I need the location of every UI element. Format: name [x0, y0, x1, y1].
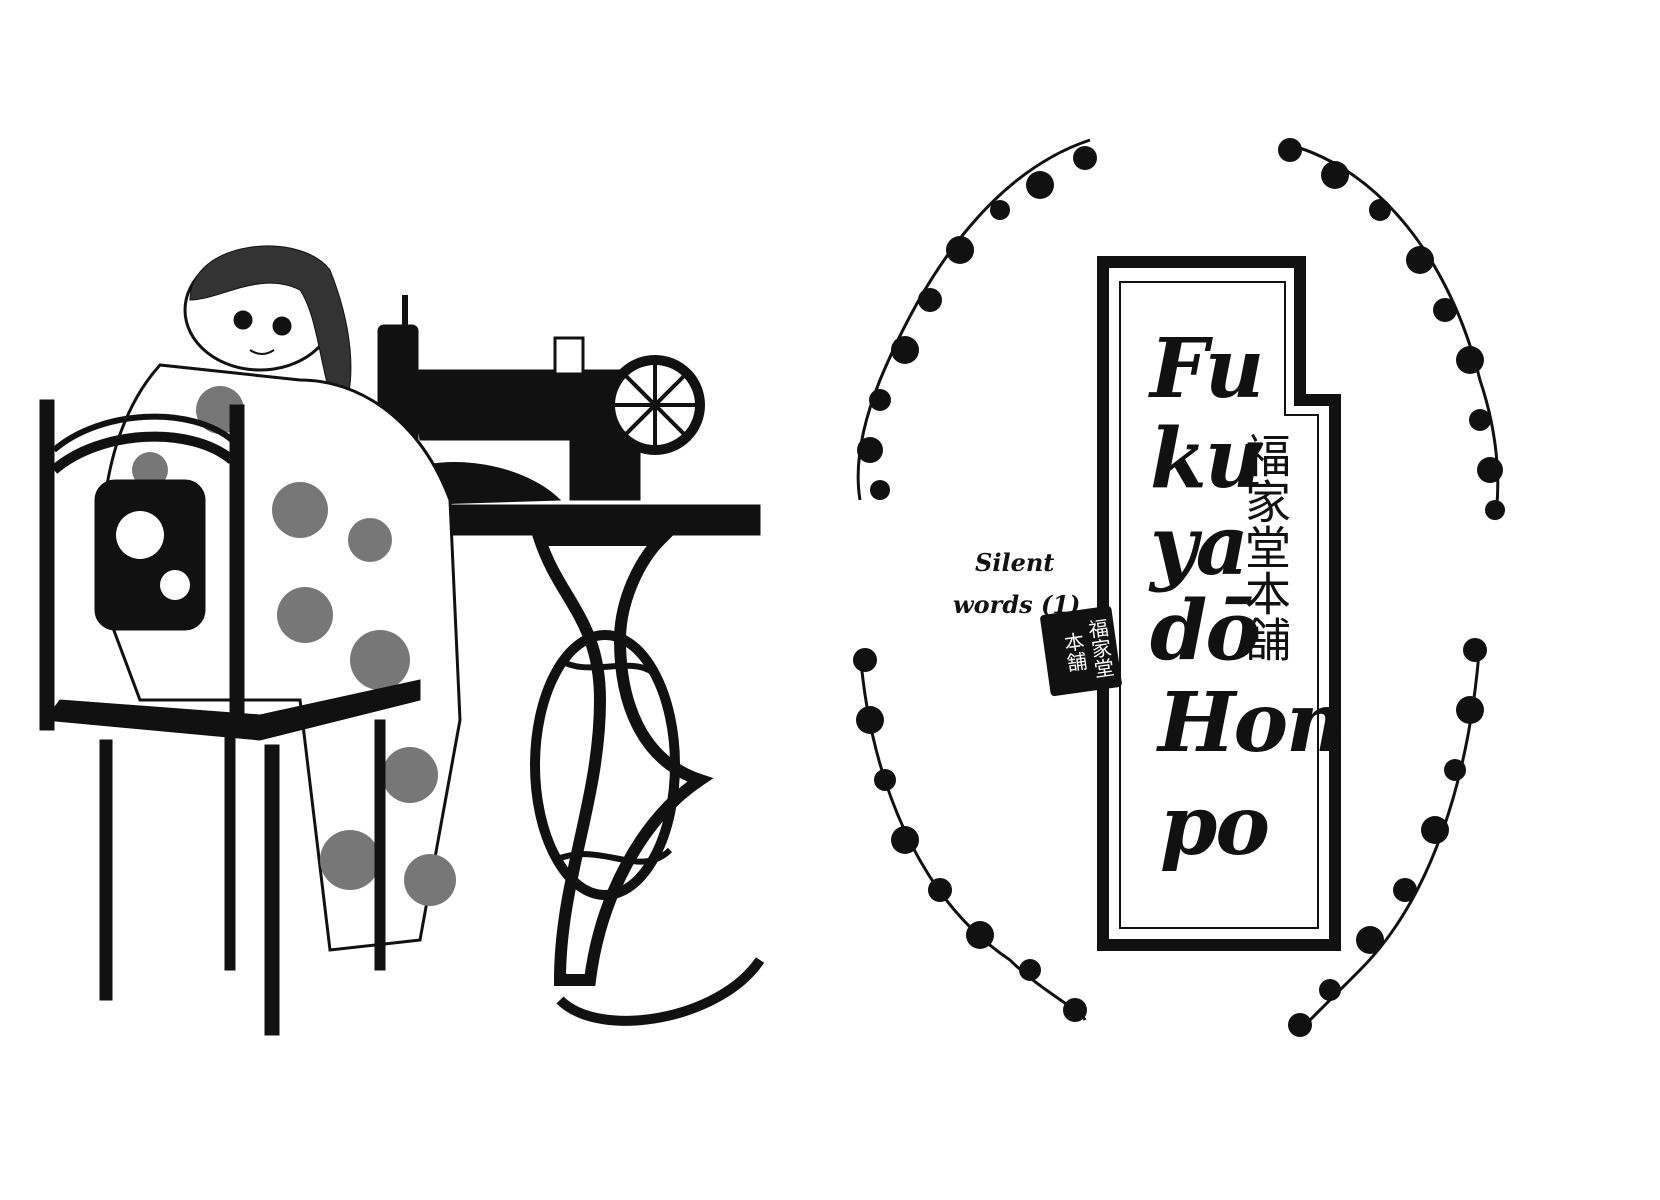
seal-stamp: 福家堂本舗 [1039, 605, 1123, 697]
title-syllable: ya [1150, 498, 1249, 594]
subtitle-line-1: Silent [975, 548, 1055, 577]
title-frame-inner [1119, 281, 1319, 929]
title-syllable: Hon [1158, 675, 1346, 771]
title-kanji: 福家堂本舗 [1238, 432, 1292, 662]
title-frame [1097, 256, 1341, 951]
title-syllable: Fu [1150, 321, 1264, 417]
woman-figure [94, 245, 462, 952]
title-syllable: dō [1150, 583, 1260, 679]
title-syllable: po [1160, 778, 1270, 874]
title-syllable: ku [1150, 411, 1264, 507]
flower-blossoms [853, 138, 1505, 1037]
chair [39, 399, 421, 1036]
